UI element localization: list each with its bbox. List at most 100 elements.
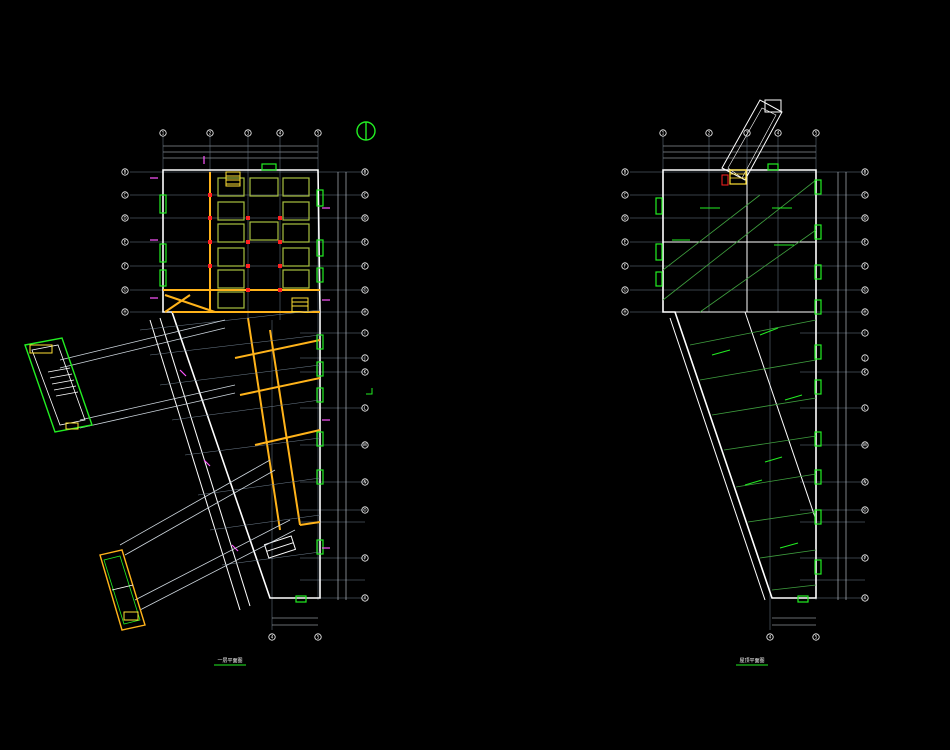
svg-text:O: O [863,508,866,513]
axis-bubble-right: C [361,191,369,199]
svg-text:F: F [864,264,867,269]
axis-bubble-bottom: 5 [314,633,322,641]
left-right-dimensions [337,172,347,600]
left-doors [150,156,330,552]
left-building-outline [162,169,321,599]
axis-bubble-left: H [621,308,629,316]
svg-text:5: 5 [317,131,320,136]
axis-bubble-left: G [121,286,129,294]
axis-bubble-right: I [861,329,869,337]
axis-bubble-right: F [361,262,369,270]
svg-text:G: G [123,288,126,293]
left-stairs [225,171,309,313]
svg-text:H: H [623,310,626,315]
svg-text:J: J [863,356,865,361]
axis-bubble-top: 3 [743,129,751,137]
axis-bubble-left: E [621,238,629,246]
right-slope-arrows [672,207,803,549]
left-diagonal-wing [149,317,251,611]
svg-text:E: E [364,240,367,245]
svg-text:I: I [364,331,365,336]
axis-bubble-top: 2 [705,129,713,137]
axis-bubble-right: L [861,404,869,412]
svg-text:M: M [863,443,867,448]
svg-text:F: F [124,264,127,269]
axis-bubble-right: H [861,308,869,316]
left-windows [159,163,324,603]
svg-text:H: H [363,310,366,315]
svg-text:E: E [124,240,127,245]
svg-text:K: K [364,370,367,375]
axis-bubble-right: D [861,214,869,222]
axis-bubble-right: B [861,168,869,176]
svg-text:D: D [623,216,626,221]
axis-bubble-left: B [621,168,629,176]
left-walls [163,172,321,531]
svg-text:3: 3 [746,131,749,136]
axis-bubble-top: 1 [159,129,167,137]
north-arrow-icon [356,121,376,141]
right-right-dimensions [837,172,847,600]
axis-bubble-right: H [361,308,369,316]
svg-text:N: N [864,480,867,485]
axis-bubble-top: 2 [206,129,214,137]
axis-bubble-top: 4 [774,129,782,137]
svg-text:P: P [364,556,367,561]
axis-bubble-right: F [861,262,869,270]
axis-bubble-right: I [361,329,369,337]
left-rooms [217,177,310,309]
svg-text:4: 4 [777,131,780,136]
axis-bubble-right: K [361,368,369,376]
axis-bubble-right: O [361,506,369,514]
right-windows [655,163,822,603]
svg-text:A: A [864,596,867,601]
axis-bubble-right: M [361,441,369,449]
axis-bubble-right: A [861,594,869,602]
right-stair-tower [721,99,783,186]
right-plan-title: 屋顶平面图 [739,658,764,664]
axis-bubble-right: N [361,478,369,486]
axis-bubble-right: J [361,354,369,362]
axis-bubble-right: L [361,404,369,412]
svg-text:J: J [363,356,365,361]
svg-text:2: 2 [708,131,711,136]
svg-text:5: 5 [815,635,818,640]
svg-text:H: H [863,310,866,315]
svg-text:B: B [124,170,127,175]
svg-text:2: 2 [209,131,212,136]
svg-text:D: D [863,216,866,221]
right-top-dimensions [663,145,816,159]
svg-text:K: K [864,370,867,375]
left-bottom-dimensions [272,617,318,626]
svg-text:5: 5 [317,635,320,640]
svg-text:O: O [363,508,366,513]
svg-text:E: E [624,240,627,245]
axis-bubble-right: M [861,441,869,449]
svg-text:C: C [124,193,127,198]
svg-text:5: 5 [815,131,818,136]
svg-text:4: 4 [769,635,772,640]
svg-text:I: I [864,331,865,336]
svg-text:C: C [364,193,367,198]
svg-text:P: P [864,556,867,561]
svg-text:C: C [624,193,627,198]
svg-text:F: F [624,264,627,269]
left-outbuilding-south [99,549,146,631]
axis-bubble-left: D [621,214,629,222]
svg-text:A: A [364,596,367,601]
left-bridges [59,319,296,611]
left-outbuilding-north [24,337,93,433]
svg-text:1: 1 [162,131,165,136]
svg-text:D: D [363,216,366,221]
axis-bubble-top: 5 [314,129,322,137]
right-roof-slopes [662,179,817,591]
svg-text:D: D [123,216,126,221]
axis-bubble-bottom: 5 [812,633,820,641]
right-roof-ridges [663,170,817,601]
axis-bubble-left: G [621,286,629,294]
axis-bubble-right: C [861,191,869,199]
